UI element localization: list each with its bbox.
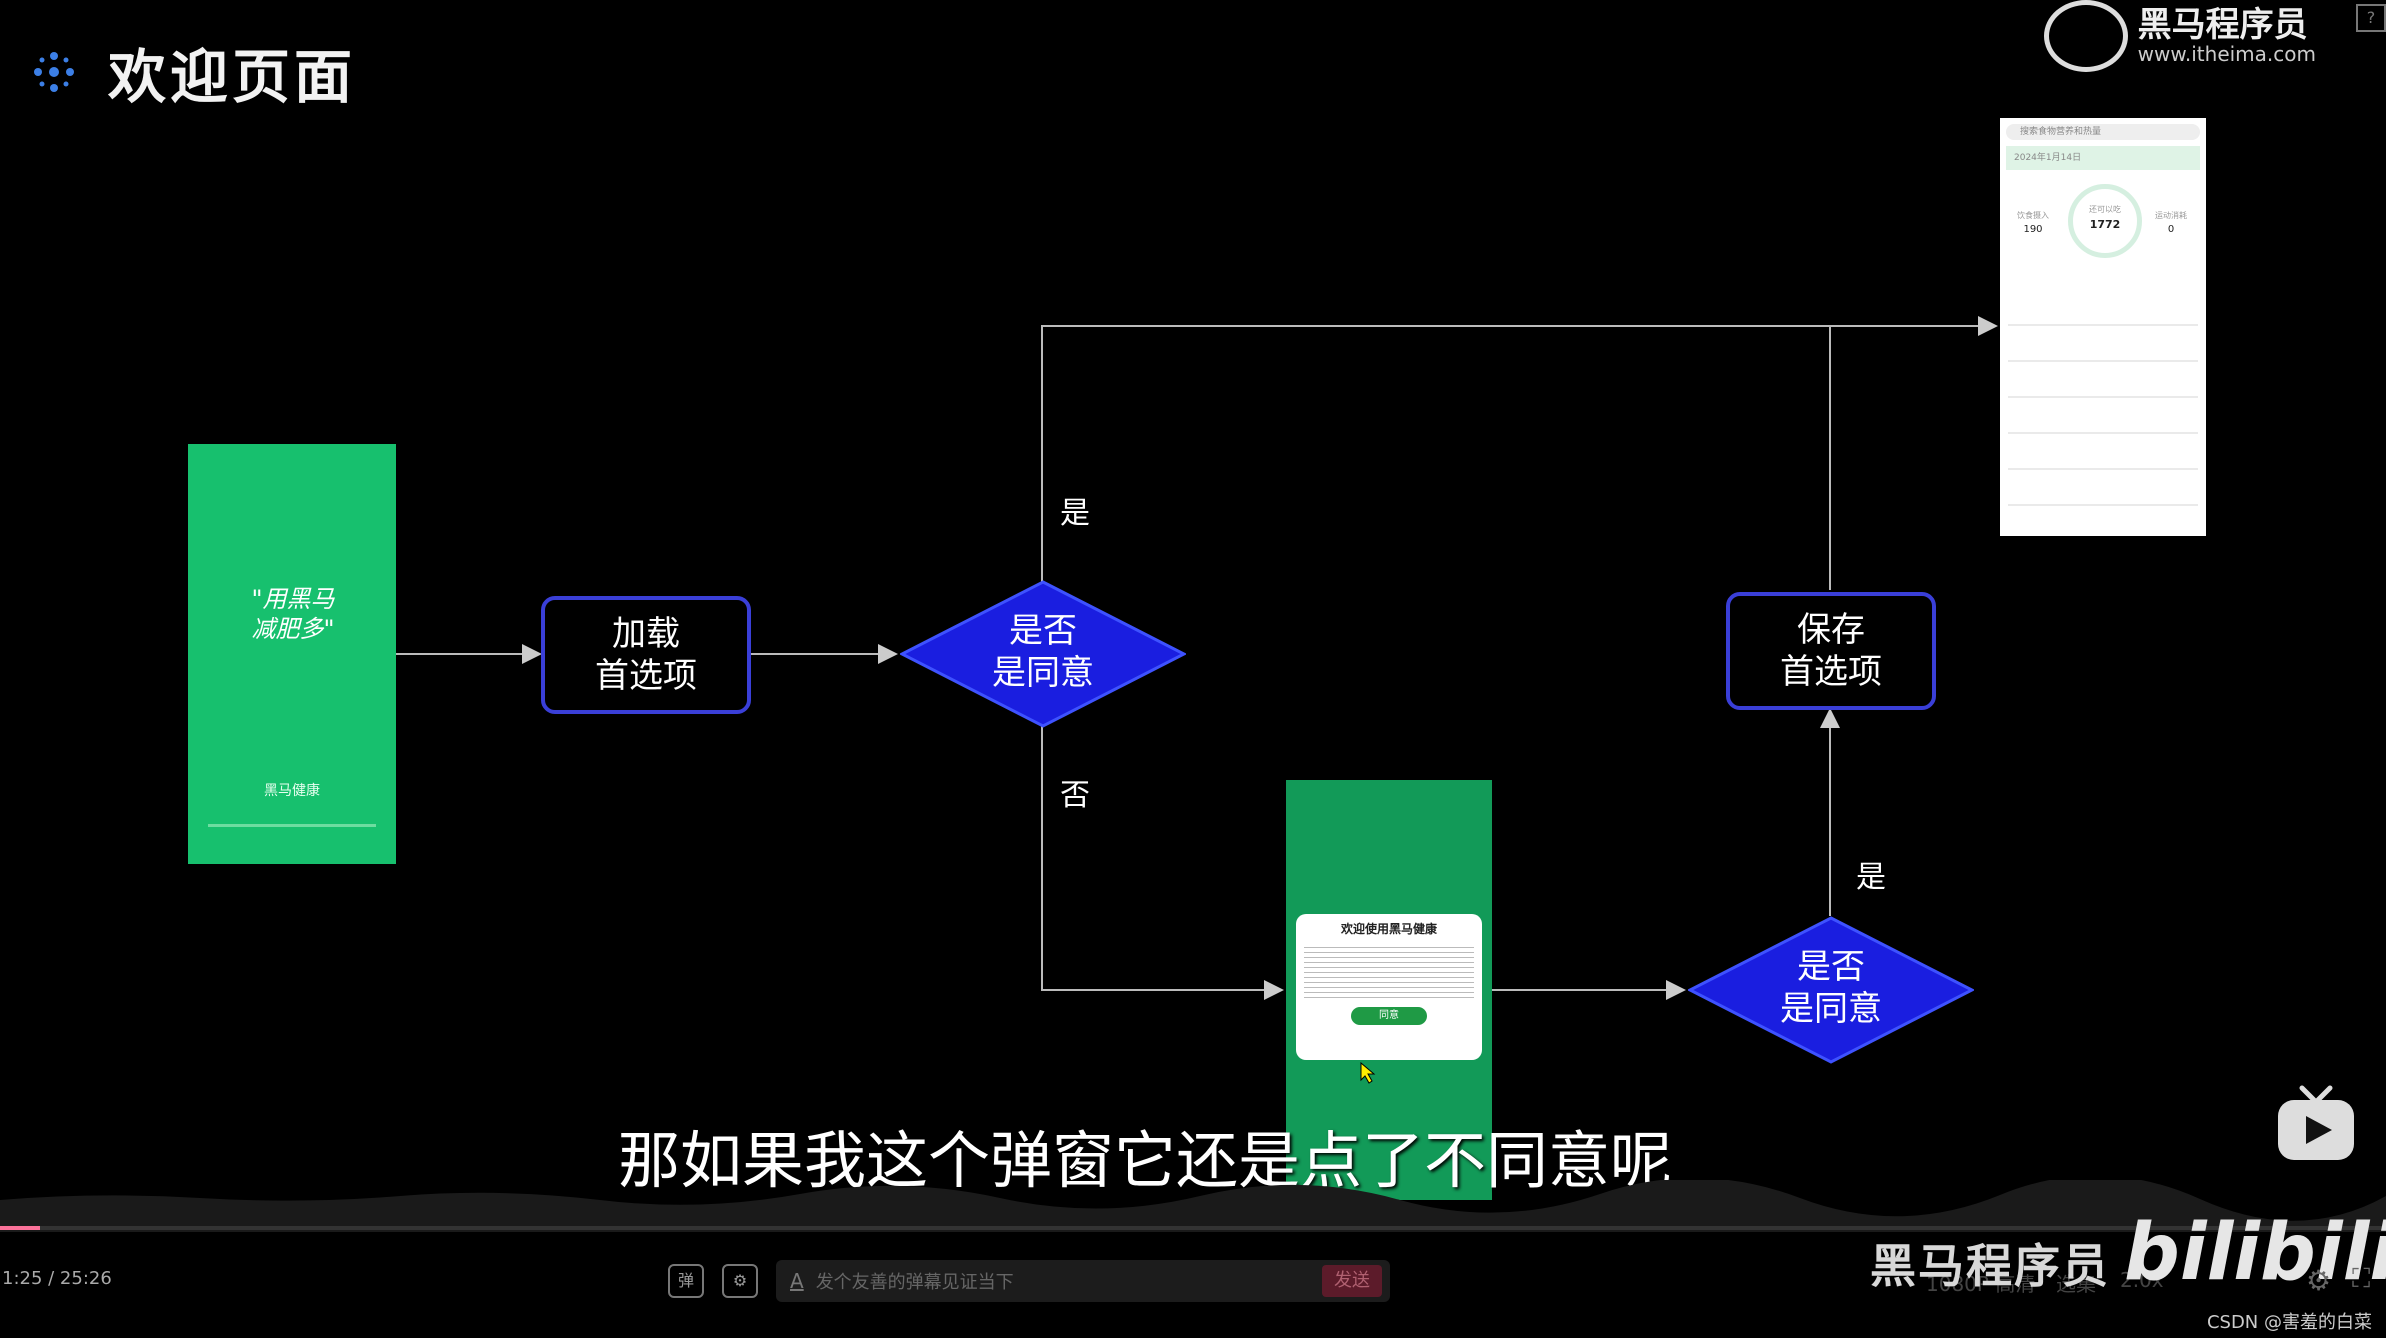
progress-bar[interactable] <box>0 1226 2386 1230</box>
intake-value: 190 <box>2023 224 2043 235</box>
intake-label: 饮食摄入 <box>2017 211 2049 220</box>
burn-value: 0 <box>2167 224 2175 235</box>
danmaku-settings-icon[interactable]: ⚙ <box>722 1264 758 1298</box>
yes-label-right: 是 <box>1856 860 1886 895</box>
danmaku-input[interactable]: 发个友善的弹幕见证当下 <box>815 1272 1014 1293</box>
agree-decision-diamond-2 <box>1688 916 1974 1064</box>
csdn-watermark: CSDN @害羞的白菜 <box>2206 1312 2372 1333</box>
dashboard-date: 2024年1月14日 <box>2006 146 2200 170</box>
brand-url: www.itheima.com <box>2137 42 2316 66</box>
calorie-ring <box>2068 184 2142 258</box>
danmaku-send-button[interactable]: 发送 <box>1322 1265 1382 1297</box>
agree2-line2: 是同意 <box>1780 989 1882 1029</box>
splash-footer-line <box>208 824 376 827</box>
settings-gear-icon[interactable]: ⚙ <box>2306 1264 2332 1297</box>
dashboard-search: 搜索食物营养和热量 <box>2006 124 2200 140</box>
privacy-dialog: 欢迎使用黑马健康 同意 <box>1296 914 1482 1060</box>
speed-selector[interactable]: 2.0x <box>2120 1268 2164 1292</box>
save-line2: 首选项 <box>1780 652 1882 692</box>
dialog-agree-button[interactable]: 同意 <box>1351 1007 1427 1025</box>
splash-screen-image: "用黑马 减肥多" 黑马健康 <box>188 444 396 864</box>
danmaku-input-bar[interactable]: A 发个友善的弹幕见证当下 发送 <box>776 1260 1390 1302</box>
help-icon[interactable]: ? <box>2356 4 2386 32</box>
load-line1: 加载 <box>612 614 680 654</box>
yes-label-top: 是 <box>1060 496 1090 531</box>
home-screen-image: 搜索食物营养和热量 2024年1月14日 饮食摄入 190 还可以吃 1772 … <box>2000 118 2206 536</box>
progress-fill <box>0 1226 40 1230</box>
meal-list <box>2008 290 2198 510</box>
save-preferences-node: 保存 首选项 <box>1726 592 1936 710</box>
quality-selector[interactable]: 1080P 高清 <box>1926 1272 2036 1296</box>
brand-logo: 黑马程序员 www.itheima.com <box>2043 0 2316 72</box>
splash-slogan-line1: "用黑马 <box>251 585 335 613</box>
burn-label: 运动消耗 <box>2155 211 2187 220</box>
dialog-title: 欢迎使用黑马健康 <box>1340 922 1437 936</box>
remaining-label: 还可以吃 <box>2089 205 2121 214</box>
text-style-icon[interactable]: A <box>790 1269 804 1293</box>
mouse-cursor-icon <box>1360 1062 1376 1084</box>
video-subtitle: 那如果我这个弹窗它还是点了不同意呢 <box>617 1124 1672 1197</box>
load-preferences-node: 加载 首选项 <box>541 596 751 714</box>
agree-line2: 是同意 <box>992 653 1094 693</box>
page-title: 欢迎页面 <box>108 43 357 111</box>
dots-logo-icon <box>34 52 74 92</box>
playback-time: 1:25 / 25:26 <box>2 1268 112 1289</box>
agree2-line1: 是否 <box>1797 947 1865 987</box>
agree-line1: 是否 <box>1009 611 1077 651</box>
tv-play-icon[interactable] <box>2274 1084 2358 1164</box>
fullscreen-icon[interactable]: ⛶ <box>2352 1264 2371 1294</box>
splash-app-name: 黑马健康 <box>264 783 320 799</box>
agree-decision-diamond <box>900 580 1186 728</box>
splash-slogan-line2: 减肥多" <box>251 615 335 643</box>
save-line1: 保存 <box>1797 610 1865 650</box>
brand-name: 黑马程序员 <box>2137 5 2308 45</box>
agree-decision-text: 是否 是同意 <box>900 610 1186 694</box>
footer-brand-watermark: 黑马程序员 <box>1870 1239 2110 1293</box>
agree-decision-text-2: 是否 是同意 <box>1688 946 1974 1030</box>
bilibili-logo: bilibili <box>2124 1208 2386 1298</box>
no-label: 否 <box>1060 778 1090 813</box>
progress-waveform <box>0 1180 2386 1232</box>
horse-logo-icon <box>2043 0 2128 72</box>
dialog-body-text <box>1304 943 1474 1001</box>
episode-selector[interactable]: 选集 <box>2056 1272 2096 1296</box>
danmaku-toggle-icon[interactable]: 弹 <box>668 1264 704 1298</box>
page-header: 欢迎页面 <box>30 30 356 114</box>
load-line2: 首选项 <box>595 656 697 696</box>
privacy-dialog-screen-image: 欢迎使用黑马健康 同意 <box>1286 780 1492 1200</box>
remaining-value: 1772 <box>2089 218 2121 231</box>
